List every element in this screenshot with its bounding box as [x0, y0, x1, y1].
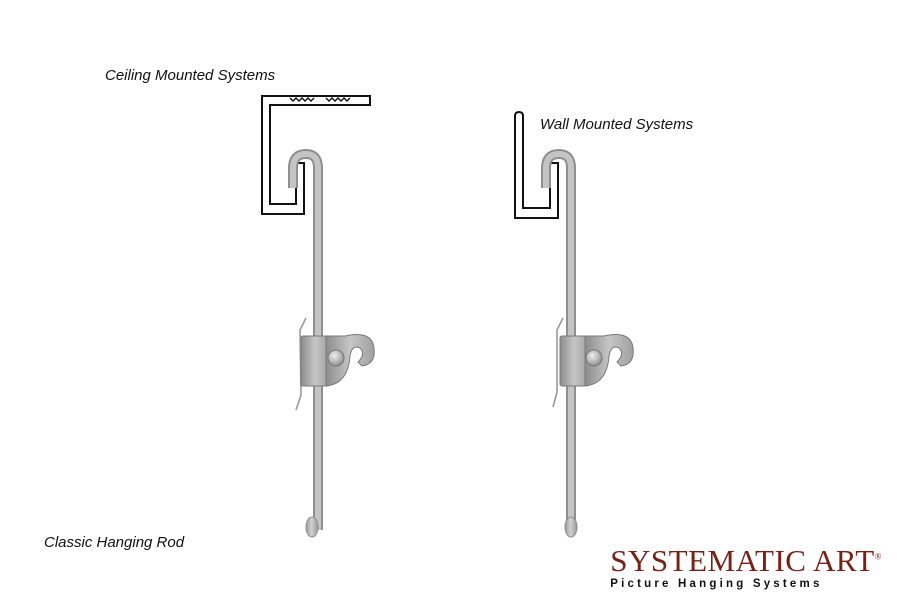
logo-art: ART — [813, 543, 875, 578]
ceiling-mounted-label: Ceiling Mounted Systems — [105, 67, 276, 84]
logo-wordmark: SYSTEMATIC ART® — [610, 545, 882, 576]
ceiling-rail — [261, 95, 371, 215]
systematic-art-logo: SYSTEMATIC ART® Picture Hanging Systems — [610, 545, 882, 590]
logo-systematic: SYSTEMATIC — [610, 543, 807, 578]
wall-hanging-rod — [541, 148, 578, 538]
classic-rod-label: Classic Hanging Rod — [44, 534, 185, 551]
logo-registered-mark: ® — [874, 551, 882, 562]
wall-picture-hook — [552, 317, 634, 408]
ceiling-hanging-rod — [288, 148, 323, 538]
wall-rail — [514, 110, 559, 219]
ceiling-picture-hook — [295, 317, 375, 411]
logo-tagline: Picture Hanging Systems — [610, 578, 823, 590]
wall-mounted-label: Wall Mounted Systems — [540, 116, 694, 133]
